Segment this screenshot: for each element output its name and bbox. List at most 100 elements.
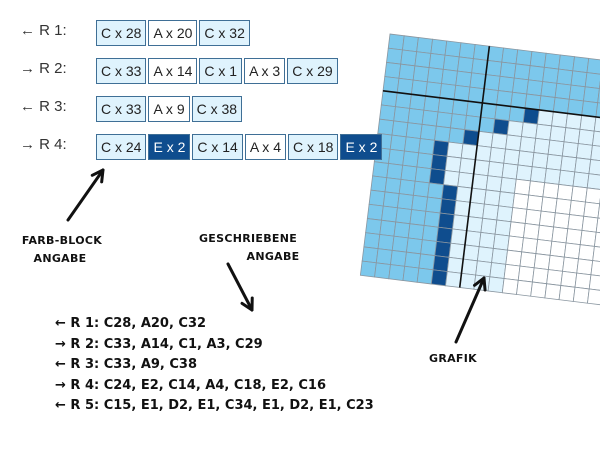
grid-cell [505,249,523,267]
grid-cell [409,209,427,226]
grid-cell [492,118,510,136]
grid-cell [510,91,528,109]
grid-cell [441,68,458,86]
color-block: C x 33 [96,96,147,122]
grid-cell [485,59,503,77]
grid-cell [570,185,588,203]
grid-cell [553,212,570,230]
grid-cell [455,70,473,88]
grid-cell [489,146,506,164]
grid-cell [498,191,515,209]
grid-cell [565,112,583,130]
grid-cell [405,237,423,255]
grid-cell [426,67,444,84]
grid-cell [490,132,508,150]
grid-cell [586,57,600,75]
grid-cell [471,173,489,191]
grid-cell [501,278,519,295]
grid-cell [457,56,474,74]
color-block: C x 33 [96,58,147,84]
grid-cell [510,207,528,224]
grid-cell [572,56,590,74]
grid-cell [524,208,542,226]
grid-cell [460,143,478,161]
grid-cell [588,274,600,292]
grid-cell [400,49,418,67]
row-label: → R 4: [20,136,67,153]
grafik-label: GRAFIK [429,352,477,365]
grid-cell [497,75,515,93]
grid-cell [405,122,423,140]
grid-cell [533,253,551,271]
grid-cell [587,288,600,306]
grid-cell [402,265,420,283]
grid-cell [499,176,517,194]
grid-cell [583,201,600,219]
row-label: ← R 1: [20,22,67,39]
grid-cell [391,235,409,253]
grid-cell [556,68,574,86]
grid-cell [397,193,414,210]
grid-cell [444,155,462,173]
grid-cell [528,65,545,83]
grid-cell [586,173,600,191]
grid-cell [515,164,533,182]
grid-cell [552,97,570,114]
grid-cell [523,223,540,240]
grid-cell [583,86,600,104]
grid-cell [579,230,597,247]
grid-cell [514,178,531,196]
written-row: → R 2: C33, A14, C1, A3, C29 [55,336,263,352]
grid-cell [547,254,565,272]
grid-cell [462,129,480,146]
grid-cell [432,255,450,272]
color-block: A x 3 [244,58,286,84]
grid-cell [443,170,460,187]
grid-cell [578,244,595,262]
grid-cell [421,225,439,242]
grid-cell [466,100,483,118]
grid-cell [414,166,432,184]
grid-cell [453,200,471,217]
color-block: E x 2 [148,134,191,160]
grid-cell [567,214,585,231]
grid-cell [508,221,526,239]
farb-block-label-line2: ANGABE [33,251,87,265]
grid-cell [464,230,482,248]
grid-cell [536,109,554,127]
grid-cell [487,161,505,178]
grid-cell [476,130,494,148]
grid-cell [473,159,491,177]
grid-cell [519,251,537,269]
grid-cell [560,270,578,288]
color-block: C x 29 [287,58,338,84]
grid-cell [561,141,579,159]
grid-cell [430,269,448,287]
grid-cell [505,134,522,152]
grid-cell [503,263,521,281]
grid-cell [380,90,398,108]
grid-cell [556,183,574,201]
grid-cell [544,283,562,301]
grid-cell [434,125,451,143]
color-block: C x 28 [96,20,147,46]
grid-cell [363,232,381,250]
grid-cell [487,276,505,294]
grid-cell [412,180,430,198]
color-block: C x 1 [199,58,243,84]
grid-cell [418,253,436,271]
grid-cell [410,79,428,97]
color-block: C x 18 [287,134,339,160]
grid-cell [436,226,453,244]
grid-cell [526,194,544,212]
grid-cell [459,157,476,175]
grid-cell [428,168,446,186]
grid-cell [577,128,595,146]
grid-cell [379,219,397,237]
grid-cell [434,240,452,258]
grid-cell [551,226,569,244]
grid-cell [595,217,600,235]
grid-cell [584,72,600,89]
grid-cell [446,256,464,274]
